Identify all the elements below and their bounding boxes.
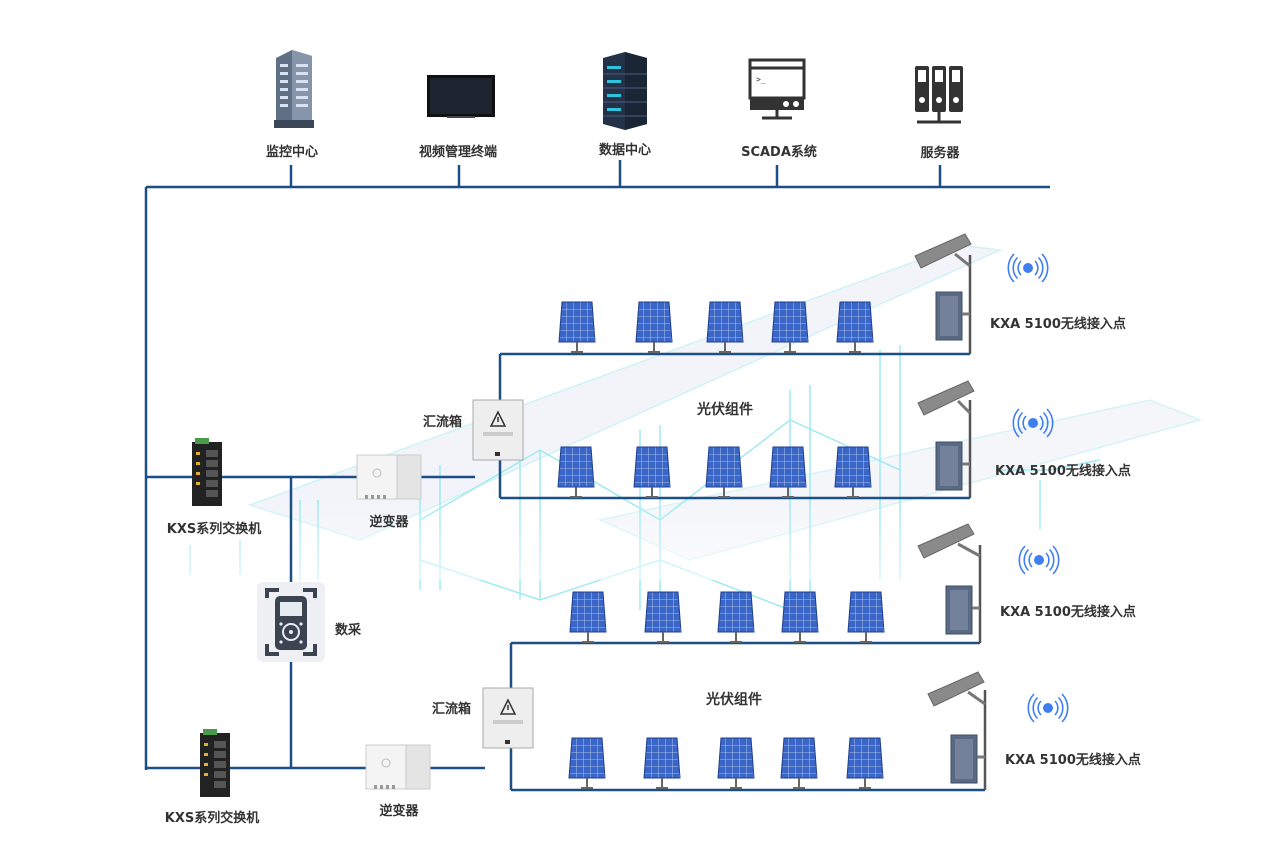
label-pv-group-lower: 光伏组件	[706, 692, 762, 708]
wifi-signal-icon	[1027, 693, 1069, 723]
wireless-access-point-icon	[935, 441, 970, 491]
label-access-point-1: KXA 5100无线接入点	[990, 317, 1126, 332]
solar-panel-icon	[780, 737, 818, 789]
label-video-management-terminal: 视频管理终端	[418, 145, 498, 160]
solar-panel-icon	[769, 446, 807, 498]
industrial-switch-icon	[192, 438, 222, 506]
label-data-center: 数据中心	[598, 143, 652, 158]
label-inverter-lower: 逆变器	[379, 804, 419, 819]
label-data-collector: 数采	[335, 623, 362, 638]
solar-panel-icon	[568, 737, 606, 789]
solar-panel-icon	[633, 446, 671, 498]
building-icon	[274, 50, 314, 128]
solar-panel-icon	[847, 591, 885, 643]
solar-panel-icon	[558, 301, 596, 353]
server-tower-icon	[915, 66, 963, 124]
wireless-access-point-icon	[950, 734, 985, 784]
solar-panel-icon	[706, 301, 744, 353]
combiner-box-icon	[472, 399, 524, 461]
label-combiner-upper: 汇流箱	[423, 415, 463, 430]
solar-panel-icon	[643, 737, 681, 789]
label-pv-group-upper: 光伏组件	[697, 402, 753, 418]
monitor-tv-icon	[427, 75, 495, 118]
surveillance-camera-icon	[914, 233, 972, 269]
solar-panel-icon	[781, 591, 819, 643]
wireless-access-point-icon	[935, 291, 970, 341]
solar-panel-icon	[834, 446, 872, 498]
solar-panel-icon	[836, 301, 874, 353]
industrial-switch-icon	[200, 729, 230, 797]
label-monitoring-center: 监控中心	[265, 145, 319, 160]
scada-terminal-icon: >_	[748, 58, 806, 120]
wifi-signal-icon	[1007, 253, 1049, 283]
wifi-signal-icon	[1012, 408, 1054, 438]
solar-panel-icon	[557, 446, 595, 498]
label-inverter-upper: 逆变器	[369, 515, 409, 530]
solar-panel-icon	[569, 591, 607, 643]
solar-panel-icon	[705, 446, 743, 498]
svg-text:>_: >_	[756, 75, 766, 84]
label-access-point-3: KXA 5100无线接入点	[1000, 605, 1136, 620]
combiner-box-icon	[482, 687, 534, 749]
server-rack-icon	[603, 52, 647, 130]
solar-panel-icon	[635, 301, 673, 353]
solar-panel-icon	[717, 737, 755, 789]
surveillance-camera-icon	[927, 671, 986, 707]
solar-panel-icon	[771, 301, 809, 353]
label-access-point-4: KXA 5100无线接入点	[1005, 753, 1141, 768]
solar-panel-icon	[644, 591, 682, 643]
wireless-access-point-icon	[945, 585, 980, 635]
pole-lines	[968, 255, 987, 790]
inverter-icon	[356, 454, 422, 500]
surveillance-camera-icon	[917, 523, 981, 559]
label-scada-system: SCADA系统	[741, 145, 817, 160]
label-combiner-lower: 汇流箱	[432, 702, 472, 717]
surveillance-camera-icon	[917, 380, 975, 416]
label-access-point-2: KXA 5100无线接入点	[995, 464, 1131, 479]
wifi-signal-icon	[1018, 545, 1060, 575]
label-switch-upper: KXS系列交换机	[166, 522, 262, 537]
solar-panel-icon	[717, 591, 755, 643]
label-server: 服务器	[920, 146, 960, 161]
solar-panel-icon	[846, 737, 884, 789]
inverter-icon	[365, 744, 431, 790]
data-collector-icon	[257, 582, 325, 662]
label-switch-lower: KXS系列交换机	[164, 811, 260, 826]
